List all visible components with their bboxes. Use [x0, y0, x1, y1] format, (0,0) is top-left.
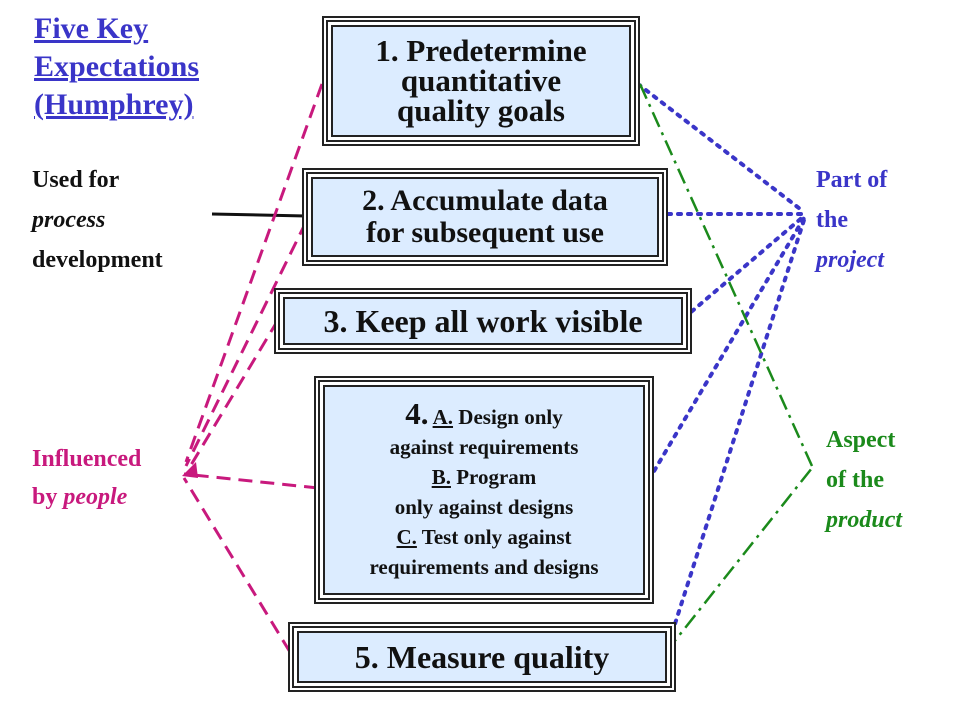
box1-line-3: quality goals — [397, 93, 565, 128]
box4-line-a: 4. A. Design only — [405, 395, 563, 432]
box4-c-text1: Test only against — [416, 524, 572, 549]
title-line-1[interactable]: Five Key — [34, 12, 149, 45]
process-development-note: Used for process development — [32, 160, 163, 280]
box2-line-1: 2. Accumulate data — [362, 184, 608, 217]
diagram-title[interactable]: Five Key Expectations (Humphrey) — [34, 10, 274, 124]
part-of-project-note: Part of the project — [816, 160, 887, 280]
expectation-box-3: 3. Keep all work visible — [278, 292, 688, 350]
project-note-line-3: project — [816, 247, 884, 273]
expectation-box-1: 1. Predetermine quantitative quality goa… — [326, 20, 636, 142]
box1-line-1: 1. Predetermine — [375, 33, 587, 68]
title-line-3[interactable]: (Humphrey) — [34, 88, 194, 121]
expectation-box-5: 5. Measure quality — [292, 626, 672, 688]
product-note-line-2: of the — [826, 467, 884, 493]
box3-line-1: 3. Keep all work visible — [323, 302, 643, 339]
expectation-box-4: 4. A. Design only against requirements B… — [318, 380, 650, 600]
box4-c-text2: requirements and designs — [369, 554, 599, 579]
people-note-emphasis: people — [63, 484, 128, 510]
project-note-line-2: the — [816, 207, 848, 233]
box4-b-label: B. — [431, 464, 451, 489]
expectation-box-4-content: 4. A. Design only against requirements B… — [323, 385, 645, 595]
box4-line-b: B. Program — [432, 462, 537, 492]
expectation-box-2: 2. Accumulate data for subsequent use — [306, 172, 664, 262]
box4-line-c: C. Test only against — [396, 522, 571, 552]
process-note-line-1: Used for — [32, 167, 120, 193]
product-note-line-1: Aspect — [826, 427, 896, 453]
people-note-line-2: by people — [32, 478, 141, 516]
title-line-2[interactable]: Expectations — [34, 50, 199, 83]
aspect-of-product-note: Aspect of the product — [826, 420, 902, 540]
expectation-box-3-content: 3. Keep all work visible — [283, 297, 683, 345]
influenced-by-people-note: Influenced by people — [32, 440, 141, 516]
people-note-line-1: Influenced — [32, 446, 142, 472]
box1-line-2: quantitative — [400, 63, 562, 98]
box4-a-text2: against requirements — [389, 434, 579, 459]
people-note-prefix: by — [32, 484, 64, 510]
expectation-box-1-content: 1. Predetermine quantitative quality goa… — [331, 25, 631, 137]
expectation-box-2-content: 2. Accumulate data for subsequent use — [311, 177, 659, 257]
box4-b-text2: only against designs — [394, 494, 574, 519]
project-connectors — [636, 82, 806, 654]
expectation-box-5-content: 5. Measure quality — [297, 631, 667, 683]
people-arrowhead — [182, 462, 198, 478]
box4-number: 4. — [405, 395, 429, 431]
people-connectors — [182, 83, 324, 653]
box4-a-label: A. — [432, 404, 454, 429]
box5-line-1: 5. Measure quality — [354, 638, 610, 675]
process-note-line-2: process — [32, 207, 106, 233]
product-connectors — [638, 83, 814, 653]
box4-a-text1: Design only — [453, 404, 563, 429]
box4-b-text1: Program — [450, 464, 537, 489]
box4-c-label: C. — [396, 524, 417, 549]
box2-line-2: for subsequent use — [366, 216, 604, 249]
process-connector — [211, 212, 307, 218]
product-note-line-3: product — [826, 507, 903, 533]
process-note-line-3: development — [32, 247, 163, 273]
project-note-line-1: Part of — [816, 167, 888, 193]
